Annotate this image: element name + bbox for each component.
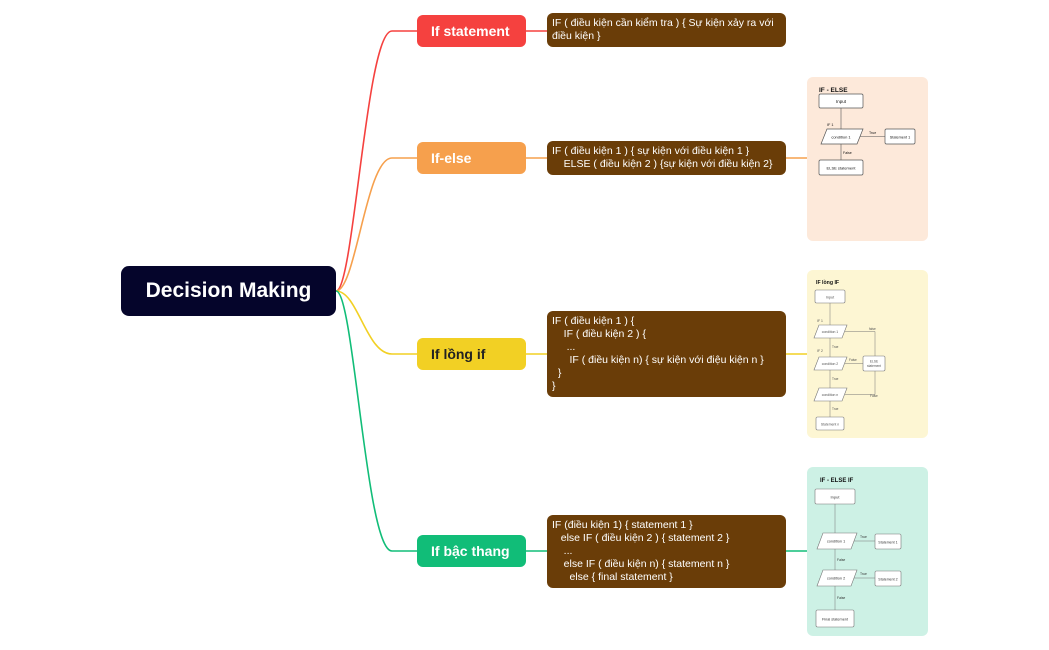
true1-label: True — [860, 535, 867, 539]
branch-label: If-else — [431, 150, 472, 166]
root-node[interactable]: Decision Making — [121, 266, 336, 316]
condition2-shape — [813, 356, 848, 371]
final-statement-label: Final statement — [822, 618, 849, 622]
statement-n-box — [815, 416, 845, 431]
card-title: IF - ELSE IF — [820, 478, 854, 484]
false-label: False — [843, 151, 852, 155]
statement-n-label: Statement n — [821, 423, 839, 427]
statement2-label: Statement 2 — [878, 578, 897, 582]
connector-if-else — [335, 157, 417, 292]
condition1-label: condition 1 — [822, 330, 839, 334]
else-label: ELSE statement — [827, 166, 857, 171]
branch-if-long-if[interactable]: If lồng if — [417, 338, 526, 370]
if-marker: IF 1 — [827, 123, 834, 127]
statement-label: Statement 1 — [890, 136, 910, 140]
connector-if-long-if — [335, 290, 417, 355]
card-title: IF - ELSE — [819, 87, 848, 94]
note-if-bac-thang[interactable]: IF (điều kiện 1) { statement 1 } else IF… — [547, 515, 786, 588]
branch-if-statement[interactable]: If statement — [417, 15, 526, 47]
note-if-statement[interactable]: IF ( điều kiện cần kiểm tra ) { Sự kiện … — [547, 13, 786, 47]
else-label-1: ELSE — [870, 360, 878, 364]
input-label: Input — [826, 296, 835, 300]
false-n-label: False — [870, 394, 878, 398]
statement1-box — [874, 533, 902, 550]
flowchart-if-else-if: IF - ELSE IF Input condition 1 True Stat… — [814, 478, 902, 628]
branch-label: If bậc thang — [431, 543, 510, 559]
flowchart-card-if-long-if[interactable]: IF lồng IF Input IF 1 condition 1 false … — [807, 270, 928, 438]
branch-if-bac-thang[interactable]: If bậc thang — [417, 535, 526, 567]
connector-if-statement — [335, 30, 417, 292]
false-right-label: false — [869, 327, 876, 331]
note-if-long-if[interactable]: IF ( điều kiện 1 ) { IF ( điều kiện 2 ) … — [547, 311, 786, 397]
true-n-label: True — [832, 407, 839, 411]
false2-label: False — [849, 358, 857, 362]
condition2-label: condition 2 — [827, 577, 845, 581]
true2-label: True — [832, 377, 839, 381]
flowchart-card-if-else-if[interactable]: IF - ELSE IF Input condition 1 True Stat… — [807, 467, 928, 636]
else-label-2: statement — [867, 364, 881, 368]
else-box — [818, 159, 864, 176]
connector-if-bac-thang — [335, 290, 417, 552]
statement-box — [884, 128, 916, 145]
input-label: Input — [836, 99, 847, 104]
flowchart-if-long-if: IF lồng IF Input IF 1 condition 1 false … — [813, 280, 886, 431]
note-if-else[interactable]: IF ( điều kiện 1 ) { sự kiện với điều ki… — [547, 141, 786, 175]
condition1-shape — [816, 532, 858, 550]
branch-label: If statement — [431, 23, 510, 39]
condition-n-shape — [813, 387, 848, 402]
condition-shape — [820, 128, 864, 145]
condition2-shape — [816, 569, 858, 587]
condition-label: condition 1 — [831, 135, 851, 140]
condition2-label: condition 2 — [822, 362, 839, 366]
input-label: Input — [831, 495, 841, 500]
condition1-shape — [813, 324, 848, 339]
if2-marker: IF 2 — [817, 349, 823, 353]
flowchart-card-if-else[interactable]: IF - ELSE Input IF 1 condition 1 True St… — [807, 77, 928, 241]
condition1-label: condition 1 — [827, 540, 845, 544]
flowchart-if-else: IF - ELSE Input IF 1 condition 1 True St… — [818, 87, 916, 176]
final-statement-box — [815, 609, 855, 628]
statement2-box — [874, 570, 902, 587]
true2-label: True — [860, 572, 867, 576]
false1-label: False — [837, 558, 845, 562]
card-title: IF lồng IF — [816, 280, 839, 286]
if1-marker: IF 1 — [817, 319, 823, 323]
true1-label: True — [832, 345, 839, 349]
statement1-label: Statement 1 — [878, 541, 897, 545]
root-label: Decision Making — [145, 279, 312, 302]
false2-label: False — [837, 596, 845, 600]
condition-n-label: condition n — [822, 393, 839, 397]
branch-label: If lồng if — [431, 346, 486, 362]
true-label: True — [869, 131, 876, 135]
else-statement-box — [862, 355, 886, 372]
branch-if-else[interactable]: If-else — [417, 142, 526, 174]
